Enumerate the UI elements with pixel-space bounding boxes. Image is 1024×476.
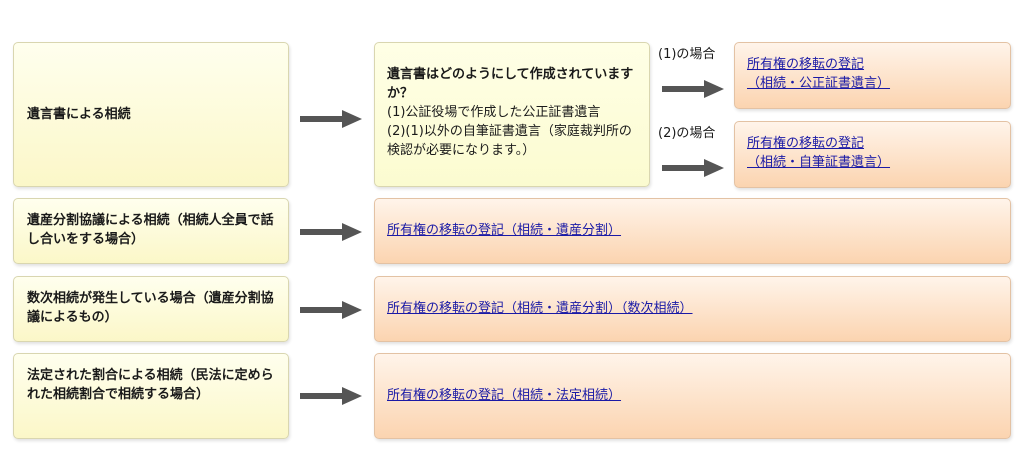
statutory-inheritance-label: 法定された割合による相続（民法に定められた相続割合で相続する場合） [27,368,274,402]
notarized-will-link-line-2: （相続・公正証書遺言） [747,76,891,91]
arrow-right-icon [662,80,724,98]
holographic-will-link-line-1: 所有権の移転の登記 [747,136,865,151]
statutory-registration-box: 所有権の移転の登記（相続・法定相続） [374,353,1011,439]
holographic-will-link-line-2: （相続・自筆証書遺言） [747,155,891,170]
notarized-will-registration-box: 所有権の移転の登記 （相続・公正証書遺言） [734,42,1011,109]
division-registration-link[interactable]: 所有権の移転の登記（相続・遺産分割） [387,223,622,238]
successive-inheritance-label: 数次相続が発生している場合（遺産分割協議によるもの） [27,291,274,325]
will-question-option-1: (1)公証役場で作成した公正証書遺言 [387,105,601,120]
will-question-title: 遺言書はどのようにして作成されていますか？ [387,67,634,101]
case-1-label: (1)の場合 [658,47,716,62]
arrow-right-icon [300,387,362,405]
arrow-right-icon [662,159,724,177]
will-question-box: 遺言書はどのようにして作成されていますか？ (1)公証役場で作成した公正証書遺言… [374,42,650,187]
case-2-label: (2)の場合 [658,126,716,141]
holographic-will-registration-box: 所有権の移転の登記 （相続・自筆証書遺言） [734,121,1011,188]
notarized-will-registration-link[interactable]: 所有権の移転の登記 （相続・公正証書遺言） [747,55,890,93]
will-question-option-2: (2)(1)以外の自筆証書遺言（家庭裁判所の検認が必要になります。） [387,124,632,158]
will-inheritance-box: 遺言書による相続 [13,42,289,187]
holographic-will-registration-link[interactable]: 所有権の移転の登記 （相続・自筆証書遺言） [747,134,890,172]
successive-inheritance-box: 数次相続が発生している場合（遺産分割協議によるもの） [13,276,289,342]
division-registration-box: 所有権の移転の登記（相続・遺産分割） [374,198,1011,264]
arrow-right-icon [300,110,362,128]
successive-registration-link[interactable]: 所有権の移転の登記（相続・遺産分割）（数次相続） [387,301,693,316]
statutory-inheritance-box: 法定された割合による相続（民法に定められた相続割合で相続する場合） [13,353,289,439]
arrow-right-icon [300,223,362,241]
division-agreement-box: 遺産分割協議による相続（相続人全員で話し合いをする場合） [13,198,289,264]
successive-registration-box: 所有権の移転の登記（相続・遺産分割）（数次相続） [374,276,1011,342]
statutory-registration-link[interactable]: 所有権の移転の登記（相続・法定相続） [387,388,622,403]
will-inheritance-label: 遺言書による相続 [27,107,131,122]
division-agreement-label: 遺産分割協議による相続（相続人全員で話し合いをする場合） [27,213,274,247]
arrow-right-icon [300,301,362,319]
notarized-will-link-line-1: 所有権の移転の登記 [747,57,865,72]
